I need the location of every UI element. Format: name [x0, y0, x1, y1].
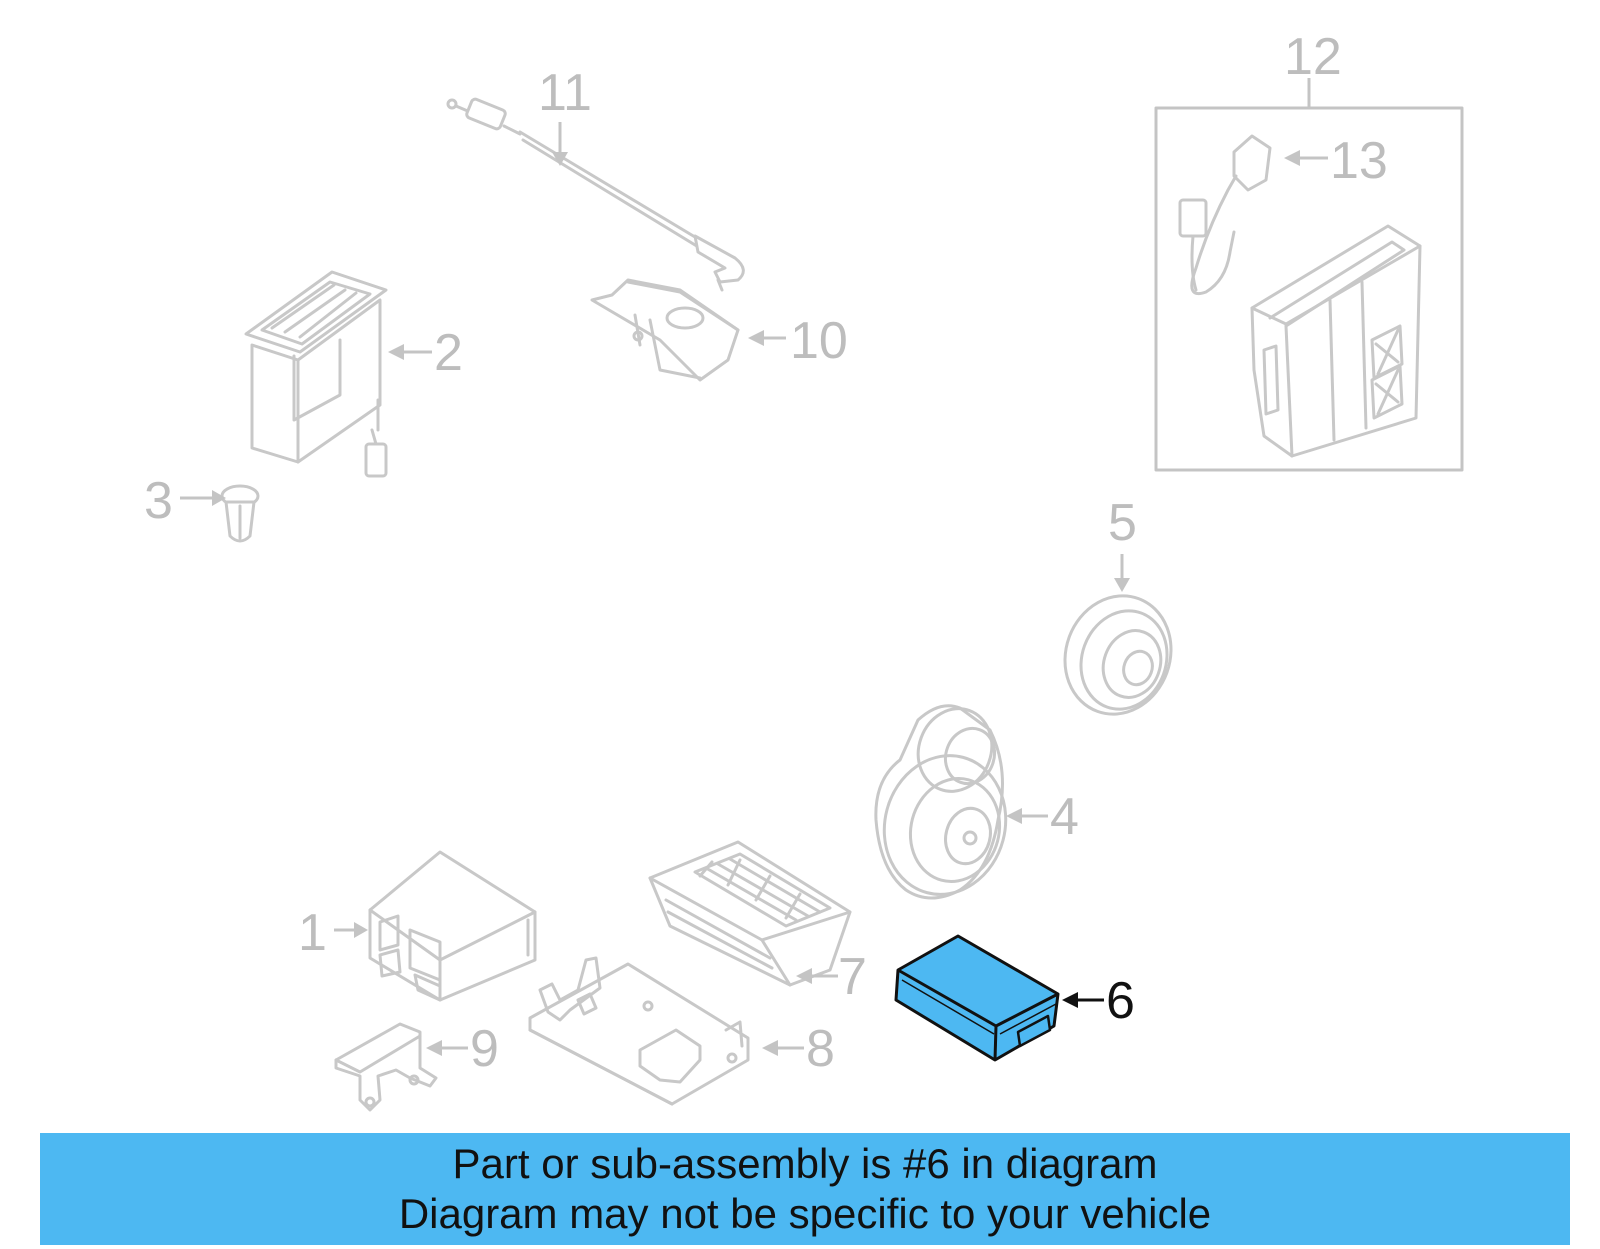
callout-3: 3	[144, 472, 173, 530]
part-2-head-unit[interactable]	[244, 270, 388, 478]
part-7-amplifier[interactable]	[648, 840, 852, 987]
part-12-bracket[interactable]	[1250, 224, 1422, 458]
part-3-clip[interactable]	[220, 484, 260, 543]
callout-2: 2	[434, 324, 463, 382]
callout-10: 10	[790, 312, 848, 370]
callout-leaders	[180, 122, 1328, 1056]
part-5-tweeter-speaker[interactable]	[1049, 581, 1188, 729]
callout-4: 4	[1050, 788, 1079, 846]
callout-9: 9	[470, 1020, 499, 1078]
callout-7: 7	[838, 948, 867, 1006]
info-banner: Part or sub-assembly is #6 in diagram Di…	[40, 1133, 1570, 1245]
banner-line-1: Part or sub-assembly is #6 in diagram	[452, 1140, 1158, 1187]
part-9-bracket[interactable]	[334, 1022, 438, 1112]
part-4-speaker[interactable]	[869, 698, 1021, 908]
part-8-mounting-plate[interactable]	[528, 956, 750, 1106]
part-10-module[interactable]	[590, 278, 740, 382]
part-13-connector[interactable]	[1178, 134, 1272, 295]
callout-5: 5	[1108, 494, 1137, 552]
callout-13: 13	[1330, 132, 1388, 190]
part-1-control-module[interactable]	[368, 850, 537, 1002]
callout-numbers: 11 12 13 2 10 3 5 4 1 7 6 8 9	[144, 28, 1388, 1078]
callout-6: 6	[1106, 972, 1135, 1030]
banner-line-2: Diagram may not be specific to your vehi…	[398, 1190, 1212, 1237]
callout-11: 11	[538, 64, 592, 122]
callout-8: 8	[806, 1020, 835, 1078]
callout-12: 12	[1284, 28, 1342, 86]
part-11-antenna-cable[interactable]	[446, 97, 745, 292]
part-12-assembly-box[interactable]	[1154, 78, 1464, 472]
part-6-highlighted-module[interactable]	[894, 934, 1060, 1062]
callout-1: 1	[298, 904, 327, 962]
